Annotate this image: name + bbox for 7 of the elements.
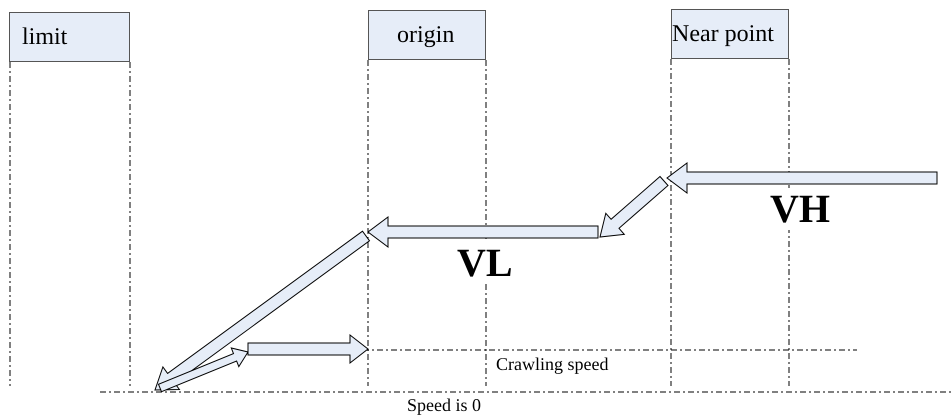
position-label: Near point	[672, 20, 774, 49]
near-point-label-box	[671, 9, 789, 59]
position-label: limit	[22, 23, 68, 52]
speed-label: VH	[768, 188, 832, 230]
position-label: origin	[397, 21, 454, 50]
origin-label-box	[368, 10, 486, 60]
limit-label-box	[9, 12, 130, 62]
